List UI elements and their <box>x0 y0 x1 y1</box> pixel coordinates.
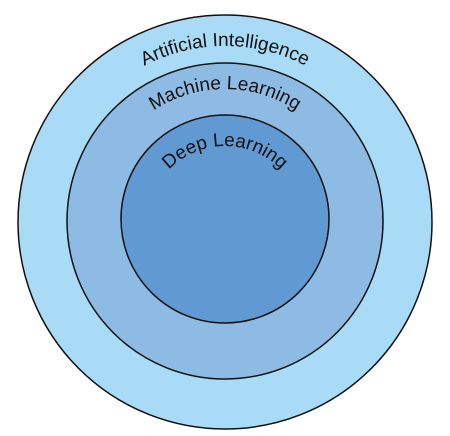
dl-circle <box>120 114 330 324</box>
